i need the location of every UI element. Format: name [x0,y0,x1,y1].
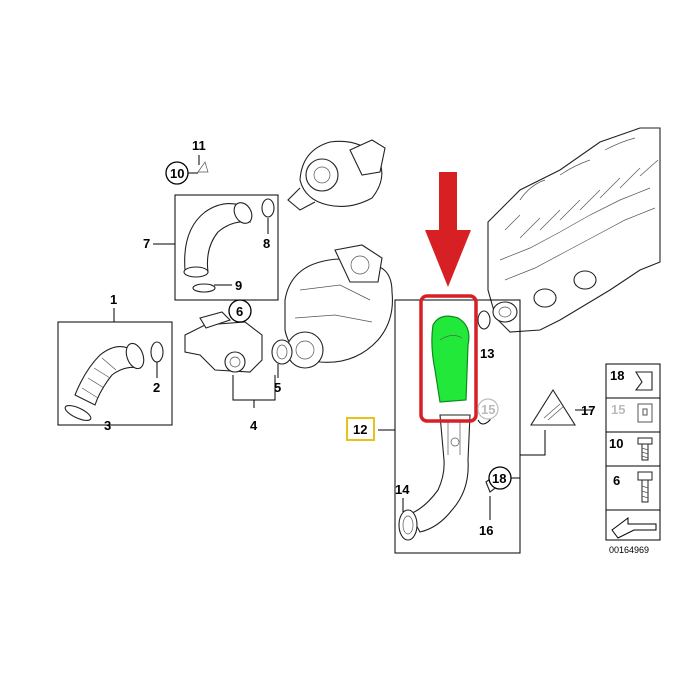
callout-14: 14 [395,482,410,497]
callout-2: 2 [153,380,160,395]
callout-17: 17 [581,403,595,418]
highlight-box [419,294,478,423]
clip-nut-icon [637,403,653,423]
turbocharger-lower [284,244,393,369]
parts-legend: 18 15 10 6 [605,363,661,541]
allen-bolt-icon [637,471,653,503]
hose-group-1 [57,321,173,426]
callout-3: 3 [104,418,111,433]
intake-manifold [487,127,661,333]
callout-1: 1 [110,292,117,307]
warning-label-17 [530,388,592,426]
pointer-arrow [425,172,471,287]
callout-16: 16 [479,523,493,538]
callout-6: 6 [236,304,243,319]
catalog-number: 00164969 [609,545,649,555]
legend-number-6: 6 [613,473,620,488]
callout-12: 12 [353,422,367,437]
callout-15: 15 [481,402,495,417]
callout-18: 18 [492,471,506,486]
pipe-group-7 [174,161,279,301]
next-page-arrow-icon [611,517,657,539]
turbocharger-upper [287,139,386,211]
callout-7: 7 [143,236,150,251]
callout-labels: 11 10 7 8 9 1 6 2 3 5 4 13 15 [85,138,595,538]
highlighted-charge-air-hose [431,315,470,403]
callout-13: 13 [480,346,494,361]
clip-icon [634,371,653,391]
bolt-icon [637,437,653,461]
callout-10: 10 [170,166,184,181]
legend-number-18: 18 [610,368,624,383]
callout-11: 11 [192,138,206,153]
callout-8: 8 [263,236,270,251]
callout-5: 5 [274,380,281,395]
callout-9: 9 [235,278,242,293]
callout-4: 4 [250,418,258,433]
valve-group-4 [184,311,293,408]
legend-number-10: 10 [609,436,623,451]
legend-number-15: 15 [611,402,625,417]
